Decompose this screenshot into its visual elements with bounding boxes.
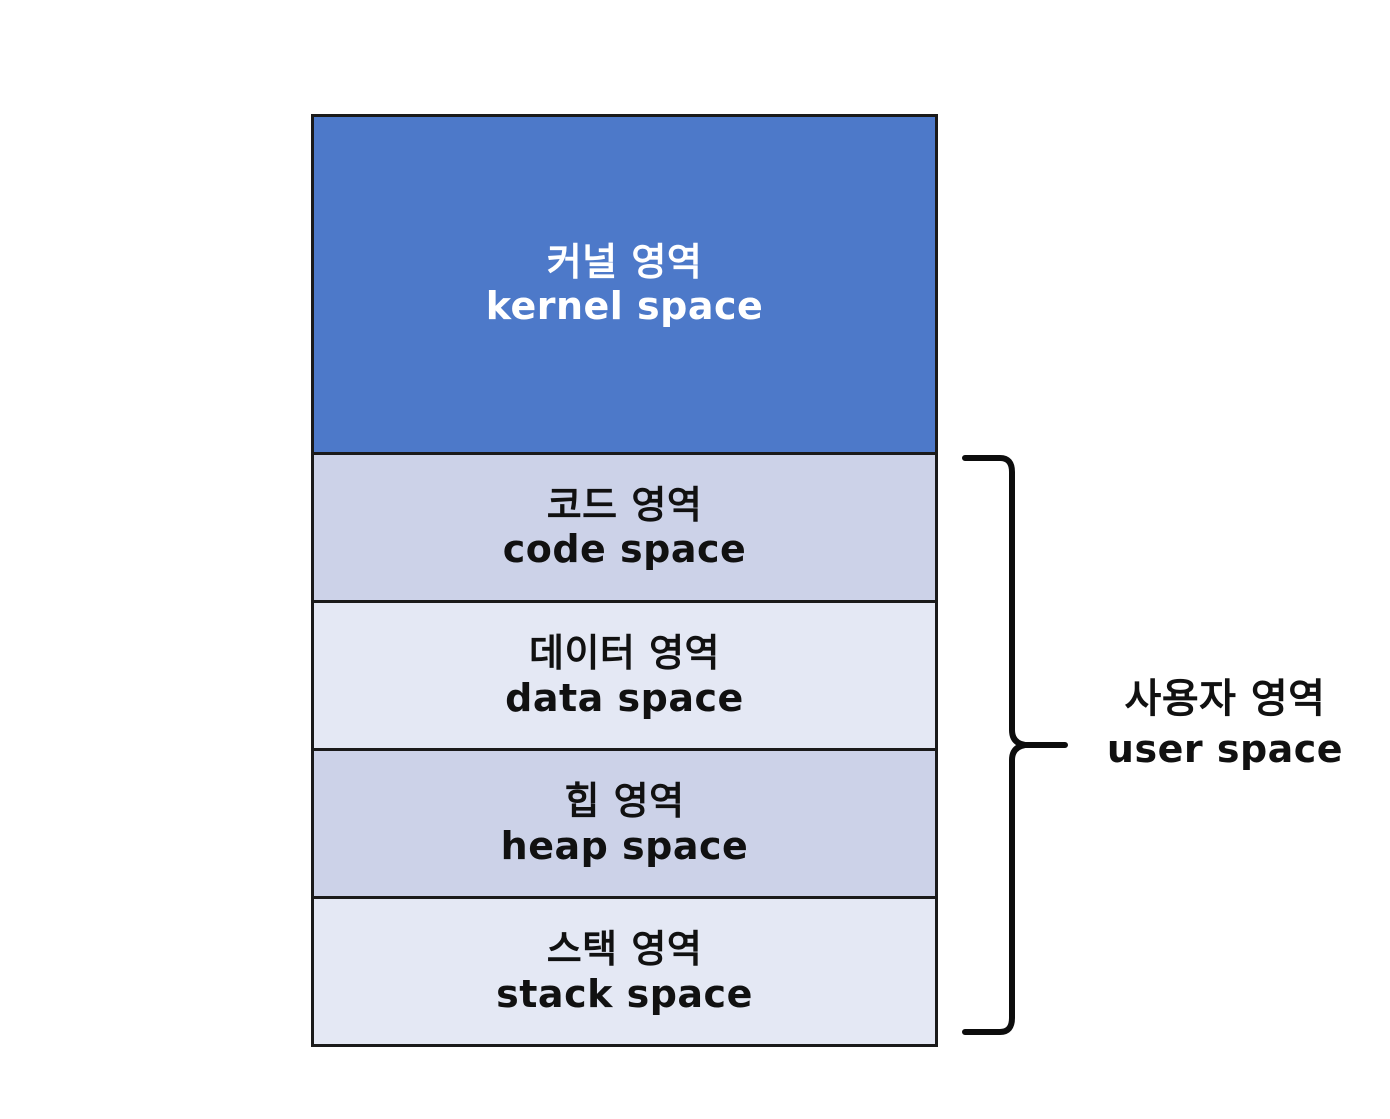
memory-layout-box: 커널 영역 kernel space 코드 영역 code space 데이터 … <box>311 114 938 1047</box>
memory-band-kernel-space-label-ko: 커널 영역 <box>546 239 703 284</box>
memory-band-stack-space-label-en: stack space <box>496 971 753 1016</box>
memory-band-data-space: 데이터 영역 data space <box>314 600 935 748</box>
memory-band-data-space-label-ko: 데이터 영역 <box>528 631 721 675</box>
memory-band-stack-space: 스택 영역 stack space <box>314 896 935 1044</box>
memory-band-heap-space-label-en: heap space <box>500 823 749 868</box>
memory-band-heap-space: 힙 영역 heap space <box>314 747 935 897</box>
memory-band-code-space: 코드 영역 code space <box>314 451 935 601</box>
memory-band-stack-space-label-ko: 스택 영역 <box>546 927 703 972</box>
user-space-annotation-label: 사용자 영역 user space <box>1080 676 1370 772</box>
user-space-label-en: user space <box>1106 727 1344 772</box>
memory-band-code-space-label-en: code space <box>502 527 747 572</box>
memory-band-kernel-space-label-en: kernel space <box>485 284 764 329</box>
curly-brace-right-icon <box>962 455 1068 1035</box>
memory-band-heap-space-label-ko: 힙 영역 <box>564 779 685 824</box>
memory-band-data-space-label-en: data space <box>505 675 744 720</box>
memory-band-code-space-label-ko: 코드 영역 <box>546 482 703 527</box>
user-space-label-ko: 사용자 영역 <box>1124 676 1326 722</box>
memory-band-kernel-space: 커널 영역 kernel space <box>314 117 935 452</box>
